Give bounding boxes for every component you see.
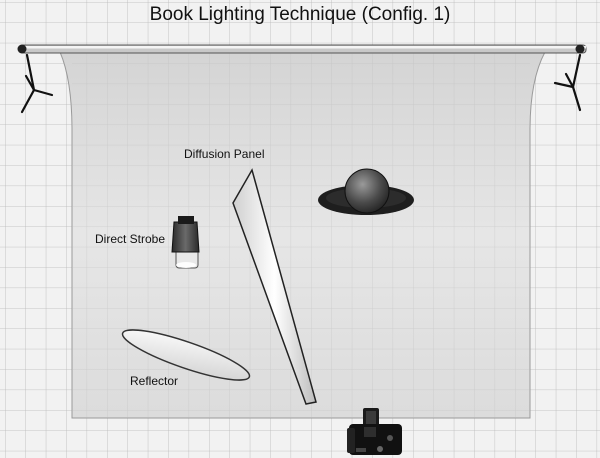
diagram-title: Book Lighting Technique (Config. 1) — [149, 4, 451, 25]
direct-strobe — [171, 216, 200, 269]
backdrop — [59, 51, 546, 419]
diffusion-panel-label: Diffusion Panel — [184, 147, 265, 161]
right-backdrop-stand — [553, 53, 582, 112]
direct-strobe-label: Direct Strobe — [95, 232, 166, 246]
left-backdrop-stand — [20, 53, 54, 114]
backdrop-crossbar — [17, 44, 587, 54]
camera — [347, 408, 402, 455]
diffusion-panel — [232, 168, 317, 405]
reflector — [121, 329, 251, 381]
subject — [318, 168, 414, 215]
reflector-label: Reflector — [130, 374, 179, 388]
